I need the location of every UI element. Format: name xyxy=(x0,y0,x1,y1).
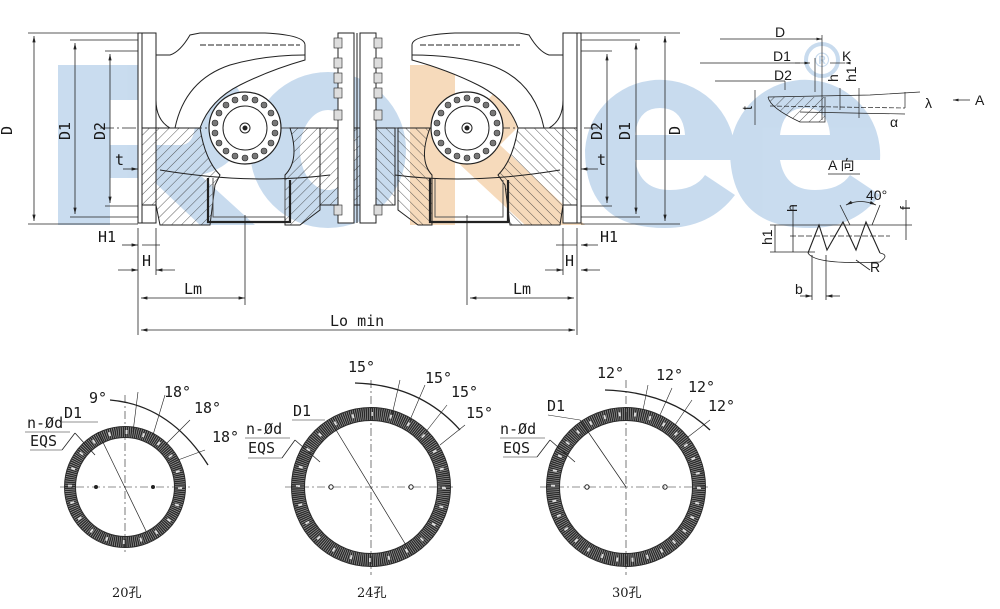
detail-label-D2: D2 xyxy=(774,67,792,83)
bp24-angle-1: 15° xyxy=(348,358,375,376)
bp30-angle-1: 12° xyxy=(597,364,624,382)
detail-arrow-A: A xyxy=(975,92,985,108)
dim-label-t-left: t xyxy=(115,151,124,169)
bolt-pattern-20 xyxy=(25,391,209,552)
dim-label-D-right: D xyxy=(666,126,684,135)
detail-label-h: h xyxy=(825,74,841,82)
bp30-label-d1: D1 xyxy=(547,397,565,415)
bp24-angle-4: 15° xyxy=(466,404,493,422)
bp30-angle-2: 12° xyxy=(656,366,683,384)
coupling-main-view xyxy=(100,32,600,232)
bp20-caption: 20孔 xyxy=(112,586,142,601)
view-a-teeth xyxy=(770,200,912,300)
bp24-label-d1: D1 xyxy=(293,402,311,420)
bp20-label-eqs: EQS xyxy=(30,432,57,450)
bp24-angle-2: 15° xyxy=(425,369,452,387)
dim-label-H1-left: H1 xyxy=(98,228,116,246)
dim-label-t-right: t xyxy=(597,151,606,169)
bp24-label-nd: n-Ød xyxy=(246,420,282,438)
center-flange-bolts xyxy=(333,37,383,216)
view-a-title: A 向 xyxy=(828,157,854,173)
bp20-angle-4: 18° xyxy=(212,428,239,446)
serration-detail xyxy=(700,35,970,125)
view-a-label-R: R xyxy=(870,259,880,275)
bp24-label-eqs: EQS xyxy=(248,439,275,457)
dim-label-D-left: D xyxy=(0,126,16,135)
detail-label-alpha: α xyxy=(890,114,898,130)
view-a-label-h: h xyxy=(784,204,800,212)
detail-label-D1: D1 xyxy=(773,48,791,64)
bolt-pattern-30 xyxy=(500,380,711,575)
dim-label-D1-left: D1 xyxy=(56,122,74,140)
bolt-pattern-24 xyxy=(245,379,466,575)
dim-label-Lm-left: Lm xyxy=(184,280,202,298)
detail-label-K: K xyxy=(842,48,852,64)
bp24-angle-3: 15° xyxy=(451,383,478,401)
detail-label-lambda: λ xyxy=(925,95,932,111)
bp30-caption: 30孔 xyxy=(612,586,642,601)
left-dimensions xyxy=(28,32,575,335)
bp20-label-d1: D1 xyxy=(64,404,82,422)
spider-bolts-left xyxy=(211,94,279,162)
dim-label-Lm-right: Lm xyxy=(513,280,531,298)
bp24-caption: 24孔 xyxy=(357,586,387,601)
view-a-label-f: f xyxy=(897,206,913,210)
dim-label-lo-min: Lo min xyxy=(330,312,384,330)
bp30-angle-4: 12° xyxy=(708,397,735,415)
detail-label-D: D xyxy=(775,24,785,40)
dim-label-D2-right: D2 xyxy=(588,122,606,140)
bp20-label-nd: n-Ød xyxy=(27,414,63,432)
dim-label-H-right: H xyxy=(565,252,574,270)
bp20-angle-1: 9° xyxy=(89,389,107,407)
bp20-angle-2: 18° xyxy=(164,383,191,401)
detail-label-t: t xyxy=(739,106,755,110)
right-dimensions xyxy=(466,32,680,335)
dim-label-D1-right: D1 xyxy=(616,122,634,140)
view-a-label-h1: h1 xyxy=(759,229,775,245)
dim-label-H-left: H xyxy=(142,252,151,270)
bp30-label-nd: n-Ød xyxy=(500,420,536,438)
bp20-angle-3: 18° xyxy=(194,399,221,417)
bp30-label-eqs: EQS xyxy=(503,439,530,457)
dim-label-D2-left: D2 xyxy=(91,122,109,140)
view-a-angle: 40° xyxy=(866,187,887,203)
spider-bolts-right xyxy=(433,94,501,162)
dim-label-H1-right: H1 xyxy=(600,228,618,246)
detail-label-h1: h1 xyxy=(843,66,859,82)
bp30-angle-3: 12° xyxy=(688,378,715,396)
view-a-label-b: b xyxy=(795,281,803,297)
